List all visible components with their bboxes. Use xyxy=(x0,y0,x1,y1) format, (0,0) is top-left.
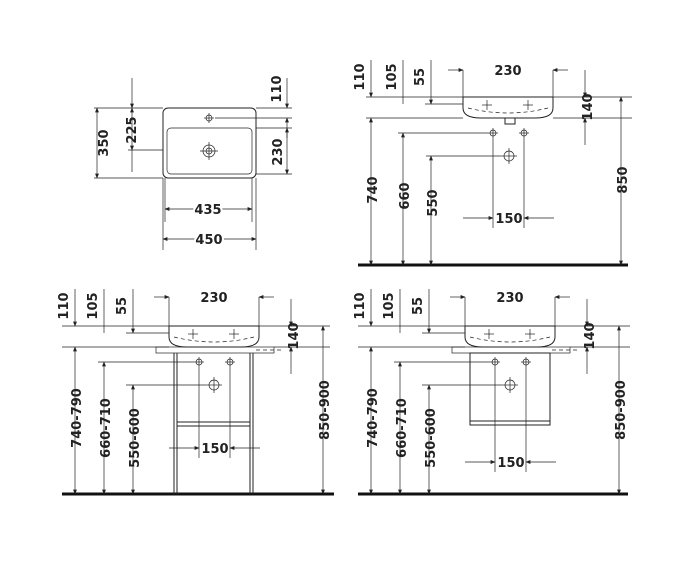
dim-350: 350 xyxy=(97,129,112,156)
dim-230: 230 xyxy=(496,291,523,306)
dim-105: 105 xyxy=(86,292,101,319)
tap-icon xyxy=(484,329,535,339)
dim-740-790: 740-790 xyxy=(366,388,381,448)
dim-850: 850 xyxy=(616,166,631,193)
dim-230: 230 xyxy=(271,138,286,165)
dim-550-600: 550-600 xyxy=(424,408,439,468)
supply-right-icon xyxy=(225,357,235,367)
dim-550-600: 550-600 xyxy=(128,408,143,468)
tap-icon xyxy=(188,329,239,339)
wall-view: 230 110 740 105 660 55 550 150 140 850 xyxy=(353,60,632,267)
bowl-outline xyxy=(166,127,253,175)
dim-140: 140 xyxy=(583,322,598,349)
basin-front xyxy=(168,325,260,348)
supply-left-icon xyxy=(194,357,204,367)
supply-left-icon xyxy=(488,128,498,138)
basin-outline xyxy=(162,107,257,179)
dim-230: 230 xyxy=(494,64,521,79)
dim-55: 55 xyxy=(413,68,428,86)
dim-150: 150 xyxy=(497,456,524,471)
dim-105: 105 xyxy=(382,292,397,319)
basin-front xyxy=(462,96,554,119)
dim-110: 110 xyxy=(270,75,285,102)
dim-110: 110 xyxy=(353,63,368,90)
dim-110: 110 xyxy=(353,292,368,319)
dim-850-900: 850-900 xyxy=(614,380,629,440)
dim-105: 105 xyxy=(385,63,400,90)
dim-660-710: 660-710 xyxy=(99,398,114,458)
dim-660: 660 xyxy=(398,182,413,209)
waste-icon xyxy=(206,377,222,393)
dim-150: 150 xyxy=(201,442,228,457)
tap-hole-icon xyxy=(204,113,214,123)
supply-left-icon xyxy=(490,357,500,367)
supply-right-icon xyxy=(521,357,531,367)
stand-open-view: 230 110 740-790 105 660-710 55 550-600 1… xyxy=(57,289,334,496)
dim-850-900: 850-900 xyxy=(318,380,333,440)
tap-icon xyxy=(482,100,533,110)
dim-230: 230 xyxy=(200,291,227,306)
basin-front xyxy=(464,325,556,348)
dim-150: 150 xyxy=(495,212,522,227)
waste-icon xyxy=(501,148,517,164)
top-view: 350 225 110 230 435 450 xyxy=(94,75,292,250)
dim-55: 55 xyxy=(115,297,130,315)
dim-55: 55 xyxy=(411,297,426,315)
drain-icon xyxy=(200,142,218,160)
waste-icon xyxy=(502,377,518,393)
dim-140: 140 xyxy=(287,322,302,349)
dim-225: 225 xyxy=(125,116,140,143)
stand-closed-view: 230 110 740-790 105 660-710 55 550-600 1… xyxy=(353,289,630,496)
dim-110: 110 xyxy=(57,292,72,319)
dim-450: 450 xyxy=(195,233,222,248)
dim-140: 140 xyxy=(581,93,596,120)
dim-550: 550 xyxy=(426,189,441,216)
dim-660-710: 660-710 xyxy=(395,398,410,458)
dim-435: 435 xyxy=(194,203,221,218)
supply-right-icon xyxy=(519,128,529,138)
dim-740: 740 xyxy=(366,176,381,203)
stand-frame xyxy=(469,352,551,426)
dim-740-790: 740-790 xyxy=(70,388,85,448)
